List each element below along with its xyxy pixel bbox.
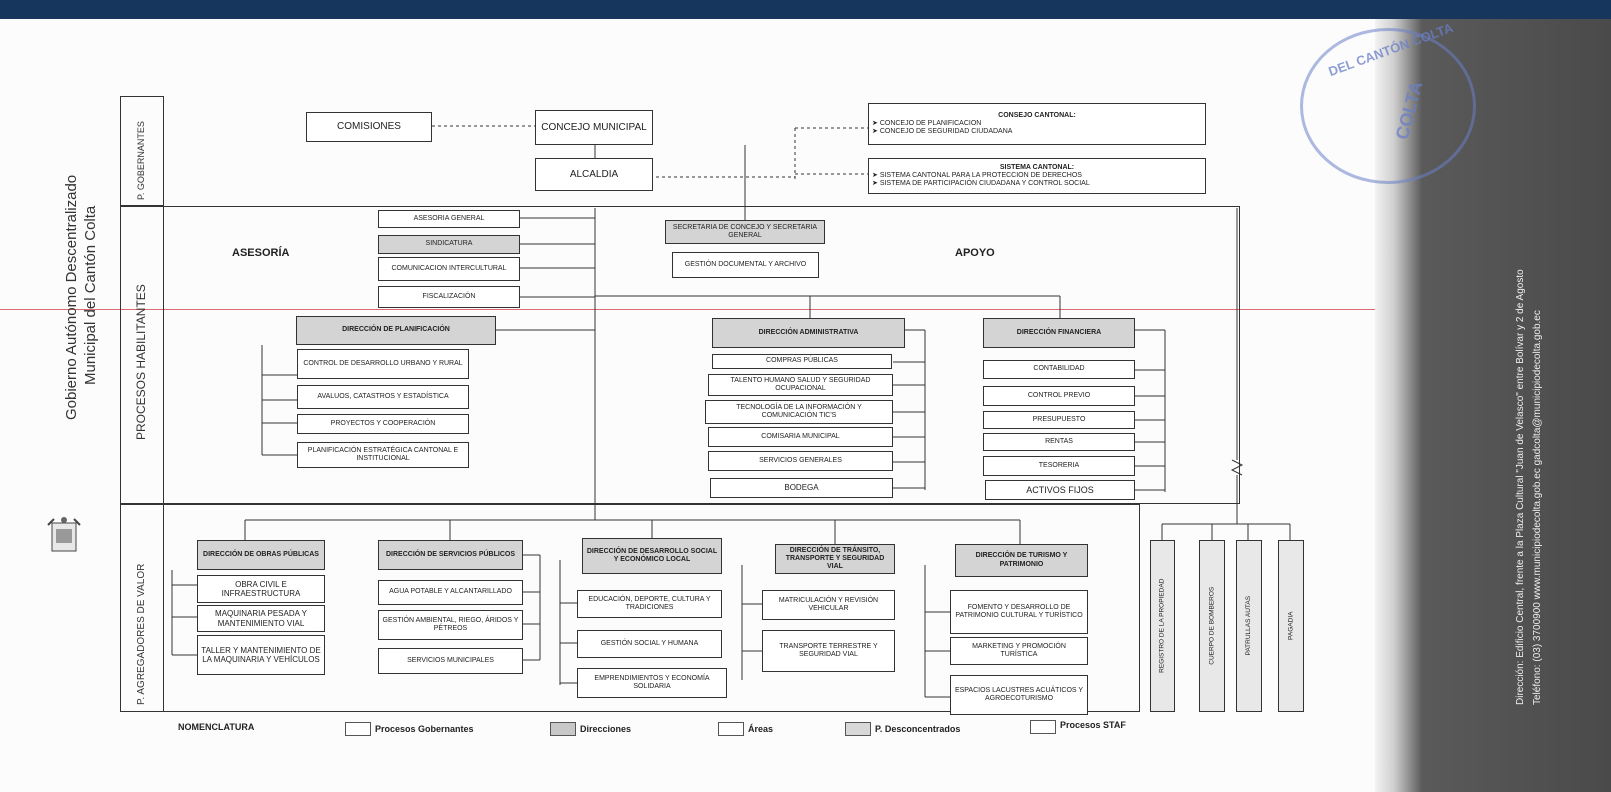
header-bar	[0, 0, 1611, 19]
sistema-item: ➤ SISTEMA CANTONAL PARA LA PROTECCION DE…	[872, 171, 1082, 179]
box-dir-obras: DIRECCIÓN DE OBRAS PÚBLICAS	[197, 540, 325, 570]
transito-item: TRANSPORTE TERRESTRE Y SEGURIDAD VIAL	[762, 630, 895, 672]
box-dir-social: DIRECCIÓN DE DESARROLLO SOCIAL Y ECONÓMI…	[582, 538, 722, 574]
registro-label: REGISTRO DE LA PROPIEDAD	[1158, 578, 1166, 674]
legend-label: Procesos STAF	[1060, 720, 1126, 730]
legend-swatch	[1030, 720, 1056, 734]
agregadores-left-divider	[120, 504, 164, 712]
legend-swatch	[845, 722, 871, 736]
box-dir-turismo: DIRECCIÓN DE TURISMO Y PATRIMONIO	[955, 544, 1088, 577]
box-sindicatura: SINDICATURA	[378, 235, 520, 254]
box-dir-financiera: DIRECCIÓN FINANCIERA	[983, 318, 1135, 348]
legend-label: P. Desconcentrados	[875, 724, 961, 734]
servicios-item: SERVICIOS MUNICIPALES	[378, 648, 523, 674]
turismo-item: ESPACIOS LACUSTRES ACUÁTICOS Y AGROECOTU…	[950, 675, 1088, 715]
turismo-item: FOMENTO Y DESARROLLO DE PATRIMONIO CULTU…	[950, 590, 1088, 634]
official-stamp	[1300, 28, 1476, 184]
box-pagadia: PAGADIA	[1278, 540, 1304, 712]
sistema-cantonal-title: SISTEMA CANTONAL:	[999, 163, 1075, 171]
coat-of-arms-icon	[44, 515, 84, 557]
bomberos-label: CUERPO DE BOMBEROS	[1208, 586, 1216, 666]
box-dir-planificacion: DIRECCIÓN DE PLANIFICACIÓN	[296, 316, 496, 345]
box-secretaria: SECRETARIA DE CONCEJO Y SECRETARIA GENER…	[665, 220, 825, 244]
consejo-item-text: CONCEJO DE PLANIFICACION	[879, 119, 982, 127]
box-comisiones: COMISIONES	[306, 112, 432, 142]
administrativa-item: SERVICIOS GENERALES	[708, 451, 893, 471]
legend-title: NOMENCLATURA	[178, 722, 255, 732]
section-asesoria: ASESORÍA	[232, 247, 290, 259]
financiera-item: ACTIVOS FIJOS	[985, 480, 1135, 500]
pagadia-label: PAGADIA	[1287, 611, 1295, 641]
servicios-item: GESTIÓN AMBIENTAL, RIEGO, ÁRIDOS Y PÉTRE…	[378, 610, 523, 640]
planificacion-item: AVALUOS, CATASTROS Y ESTADÍSTICA	[297, 385, 469, 409]
social-item: GESTIÓN SOCIAL Y HUMANA	[577, 630, 722, 658]
box-patrullas: PATRULLAS AUTAS	[1236, 540, 1262, 712]
administrativa-item: TALENTO HUMANO SALUD Y SEGURIDAD OCUPACI…	[708, 374, 893, 396]
obras-item: TALLER Y MANTENIMIENTO DE LA MAQUINARIA …	[197, 635, 325, 675]
administrativa-item: BODEGA	[710, 478, 893, 498]
legend-label: Áreas	[748, 724, 774, 734]
box-consejo-cantonal: CONSEJO CANTONAL: ➤ CONCEJO DE PLANIFICA…	[868, 103, 1206, 145]
box-cuerpo-bomberos: CUERPO DE BOMBEROS	[1199, 540, 1225, 712]
box-fiscalizacion: FISCALIZACIÓN	[378, 286, 520, 308]
legend-label: Direcciones	[580, 724, 632, 734]
section-apoyo: APOYO	[955, 247, 995, 259]
turismo-item: MARKETING Y PROMOCIÓN TURÍSTICA	[950, 637, 1088, 665]
financiera-item: PRESUPUESTO	[983, 411, 1135, 429]
obras-item: OBRA CIVIL E INFRAESTRUCTURA	[197, 575, 325, 603]
legend-swatch	[718, 722, 744, 736]
box-dir-transito: DIRECCIÓN DE TRÁNSITO, TRANSPORTE Y SEGU…	[775, 544, 895, 574]
row-gobernantes-frame	[120, 96, 164, 206]
sistema-item-text: SISTEMA CANTONAL PARA LA PROTECCION DE D…	[879, 171, 1082, 179]
box-concejo-municipal: CONCEJO MUNICIPAL	[535, 110, 653, 145]
consejo-cantonal-title: CONSEJO CANTONAL:	[998, 111, 1076, 119]
financiera-item: CONTROL PREVIO	[983, 386, 1135, 406]
administrativa-item: COMISARIA MUNICIPAL	[708, 427, 893, 447]
social-item: EDUCACIÓN, DEPORTE, CULTURA Y TRADICIONE…	[577, 590, 722, 618]
scan-artifact-line	[0, 309, 1611, 310]
planificacion-item: PROYECTOS Y COOPERACIÓN	[297, 414, 469, 434]
patrullas-label: PATRULLAS AUTAS	[1245, 596, 1253, 656]
planificacion-item: CONTROL DE DESARROLLO URBANO Y RURAL	[297, 349, 469, 379]
box-gestion-documental: GESTIÓN DOCUMENTAL Y ARCHIVO	[672, 252, 819, 278]
financiera-item: TESORERIA	[983, 456, 1135, 476]
legend-label: Procesos Gobernantes	[375, 724, 474, 734]
box-dir-servicios: DIRECCIÓN DE SERVICIOS PÚBLICOS	[378, 540, 523, 570]
consejo-item-text: CONCEJO DE SEGURIDAD CIUDADANA	[879, 128, 1013, 136]
servicios-item: AGUA POTABLE Y ALCANTARILLADO	[378, 580, 523, 605]
box-registro-propiedad: REGISTRO DE LA PROPIEDAD	[1150, 540, 1175, 712]
sistema-item-text: SISTEMA DE PARTICIPACIÓN CIUDADANA Y CON…	[879, 180, 1090, 188]
obras-item: MAQUINARIA PESADA Y MANTENIMIENTO VIAL	[197, 605, 325, 632]
planificacion-item: PLANIFICACIÓN ESTRATÉGICA CANTONAL E INS…	[297, 442, 469, 468]
box-alcaldia: ALCALDIA	[535, 158, 653, 191]
consejo-item: ➤ CONCEJO DE PLANIFICACION	[872, 119, 982, 127]
social-item: EMPRENDIMIENTOS Y ECONOMÍA SOLIDARIA	[577, 668, 727, 698]
box-comunicacion: COMUNICACION INTERCULTURAL	[378, 257, 520, 281]
financiera-item: RENTAS	[983, 433, 1135, 451]
consejo-item: ➤ CONCEJO DE SEGURIDAD CIUDADANA	[872, 128, 1013, 136]
administrativa-item: TECNOLOGÍA DE LA INFORMACIÓN Y COMUNICAC…	[705, 400, 893, 424]
transito-item: MATRICULACIÓN Y REVISIÓN VEHICULAR	[762, 590, 895, 620]
box-asesoria-general: ASESORIA GENERAL	[378, 210, 520, 228]
sistema-item: ➤ SISTEMA DE PARTICIPACIÓN CIUDADANA Y C…	[872, 180, 1090, 188]
habilitantes-left-divider	[120, 206, 164, 504]
financiera-item: CONTABILIDAD	[983, 360, 1135, 379]
box-sistema-cantonal: SISTEMA CANTONAL: ➤ SISTEMA CANTONAL PAR…	[868, 158, 1206, 194]
legend-swatch	[550, 722, 576, 736]
box-dir-administrativa: DIRECCIÓN ADMINISTRATIVA	[712, 318, 905, 348]
legend-swatch	[345, 722, 371, 736]
administrativa-item: COMPRAS PÚBLICAS	[712, 354, 892, 369]
